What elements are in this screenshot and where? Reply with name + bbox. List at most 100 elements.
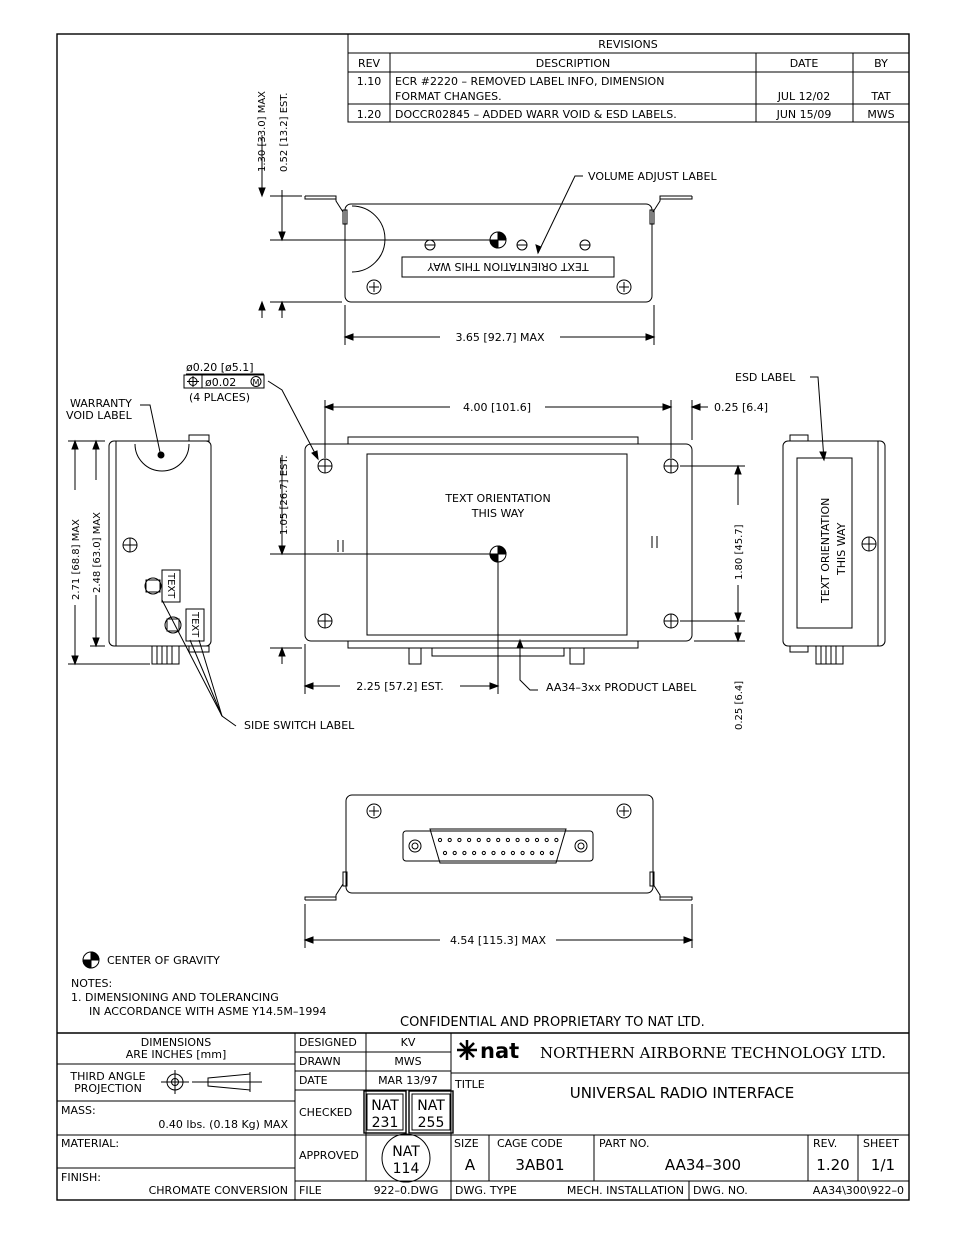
drawing-title: UNIVERSAL RADIO INTERFACE: [570, 1084, 795, 1102]
front-text-orientation-1: TEXT ORIENTATION: [444, 492, 550, 505]
connector-pin: [554, 837, 559, 843]
hole-diameter: ø0.20 [ø5.1]: [186, 361, 254, 374]
dim-cg-x: 2.25 [57.2] EST.: [356, 680, 443, 693]
dim-hole-vertical: 1.80 [45.7]: [734, 524, 745, 580]
position-tolerance-frame: [183, 374, 265, 389]
notes-line-1: 1. DIMENSIONING AND TOLERANCING: [71, 991, 279, 1004]
check-stamp-2-a: NAT: [417, 1098, 445, 1114]
mounting-hole-icon: [663, 458, 679, 474]
connector-pin: [491, 850, 496, 856]
connector-pin: [476, 837, 481, 843]
hole-tolerance-modifier: M: [253, 378, 260, 387]
connector-pin: [447, 837, 452, 843]
date-header: DATE: [790, 57, 819, 70]
screw-icon: [366, 279, 382, 295]
rev-header: REV: [358, 57, 381, 70]
finish-value: CHROMATE CONVERSION: [149, 1184, 288, 1197]
dim-bottom-edge: 0.25 [6.4]: [734, 681, 745, 730]
confidential-notice: CONFIDENTIAL AND PROPRIETARY TO NAT LTD.: [400, 1015, 705, 1030]
mounting-hole-icon: [663, 613, 679, 629]
dwg-type-value: MECH. INSTALLATION: [567, 1184, 684, 1197]
connector-pin: [481, 850, 486, 856]
date-value: MAR 13/97: [378, 1074, 438, 1087]
projection-1: THIRD ANGLE: [69, 1070, 145, 1083]
revisions-table: REVISIONS REV DESCRIPTION DATE BY 1.10 E…: [347, 33, 910, 123]
dwg-no-label: DWG. NO.: [693, 1184, 748, 1197]
check-stamp-1-b: 231: [372, 1115, 399, 1131]
rev-label: REV.: [813, 1137, 837, 1150]
front-text-orientation-2: THIS WAY: [471, 507, 525, 520]
third-angle-projection-icon: [161, 1070, 262, 1094]
connector-pin: [496, 837, 501, 843]
connector-pin: [534, 837, 540, 843]
dimensions-note-1: DIMENSIONS: [141, 1036, 211, 1049]
dim-cg-height: 1.05 [26.7] EST.: [279, 456, 290, 535]
connector-pin: [510, 850, 516, 856]
approved-stamp-b: 114: [393, 1161, 420, 1177]
title-block: DIMENSIONS ARE INCHES [mm] THIRD ANGLE P…: [57, 1032, 909, 1200]
rev-row-1-by: TAT: [870, 90, 891, 103]
notes: CENTER OF GRAVITY NOTES: 1. DIMENSIONING…: [71, 951, 705, 1030]
connector-pin: [505, 837, 510, 843]
file-label: FILE: [299, 1184, 322, 1197]
front-view: TEXT ORIENTATION THIS WAY 1.05 [26.7] ES…: [183, 361, 768, 730]
check-stamp-1-a: NAT: [371, 1098, 399, 1114]
connector-pin: [437, 837, 443, 843]
title-label: TITLE: [454, 1078, 485, 1091]
hole-tolerance: ø0.02: [205, 376, 236, 389]
screw-icon: [122, 537, 138, 553]
rev-row-1-desc: ECR #2220 – REMOVED LABEL INFO, DIMENSIO…: [395, 75, 664, 88]
db25-connector-icon: [402, 828, 594, 864]
bottom-view: 4.54 [115.3] MAX: [303, 794, 694, 948]
by-header: BY: [874, 57, 888, 70]
approved-label: APPROVED: [299, 1149, 359, 1162]
dim-edge: 0.25 [6.4]: [714, 401, 768, 414]
notes-title: NOTES:: [71, 977, 112, 990]
connector-pin: [467, 837, 472, 843]
dwg-no-value: AA34\300\922–0: [813, 1184, 904, 1197]
rev-row-1-desc-2: FORMAT CHANGES.: [395, 90, 502, 103]
finish-label: FINISH:: [61, 1171, 101, 1184]
dim-body-height: 2.48 [63.0] MAX: [92, 512, 103, 593]
mounting-hole-icon: [317, 613, 333, 629]
screw-icon: [366, 803, 382, 819]
mounting-hole-icon: [317, 458, 333, 474]
dim-length: 4.54 [115.3] MAX: [450, 934, 547, 947]
rev-row-2-desc: DOCCR02845 – ADDED WARR VOID & ESD LABEL…: [395, 108, 677, 121]
side-switch-label: SIDE SWITCH LABEL: [244, 719, 355, 732]
notes-line-2: IN ACCORDANCE WITH ASME Y14.5M–1994: [89, 1005, 326, 1018]
dwg-type-label: DWG. TYPE: [455, 1184, 517, 1197]
date-label: DATE: [299, 1074, 328, 1087]
connector-pin: [486, 837, 491, 843]
mass-label: MASS:: [61, 1104, 96, 1117]
part-number-label: PART NO.: [599, 1137, 649, 1150]
rev-row-2-date: JUN 15/09: [776, 108, 832, 121]
connector-pin: [549, 850, 554, 856]
warranty-void-label-2: VOID LABEL: [66, 409, 133, 422]
company-name: NORTHERN AIRBORNE TECHNOLOGY LTD.: [540, 1044, 886, 1062]
esd-label: ESD LABEL: [735, 371, 796, 384]
cage-code-value: 3AB01: [515, 1156, 564, 1174]
file-value: 922–0.DWG: [374, 1184, 439, 1197]
cage-code-label: CAGE CODE: [497, 1137, 563, 1150]
connector-pin: [462, 850, 467, 856]
cg-legend: CENTER OF GRAVITY: [107, 954, 220, 967]
check-stamp-2: [408, 1090, 454, 1134]
hole-places: (4 PLACES): [189, 391, 250, 404]
screw-icon: [616, 279, 632, 295]
material-label: MATERIAL:: [61, 1137, 119, 1150]
approved-stamp: [381, 1133, 431, 1183]
connector-pin: [539, 850, 545, 856]
dim-total-height: 2.71 [68.8] MAX: [71, 519, 82, 600]
connector-pin: [472, 850, 477, 856]
drawn-label: DRAWN: [299, 1055, 341, 1068]
connector-pin: [501, 850, 506, 856]
top-text-orientation: TEXT ORIENTATION THIS WAY: [427, 260, 589, 273]
projection-2: PROJECTION: [74, 1082, 142, 1095]
rev-row-2-rev: 1.20: [357, 108, 382, 121]
screw-icon: [616, 803, 632, 819]
screw-icon: [861, 536, 877, 552]
esd-text-orientation-2: THIS WAY: [835, 522, 848, 576]
connector-pin: [452, 850, 457, 856]
rev-row-2-by: MWS: [867, 108, 894, 121]
